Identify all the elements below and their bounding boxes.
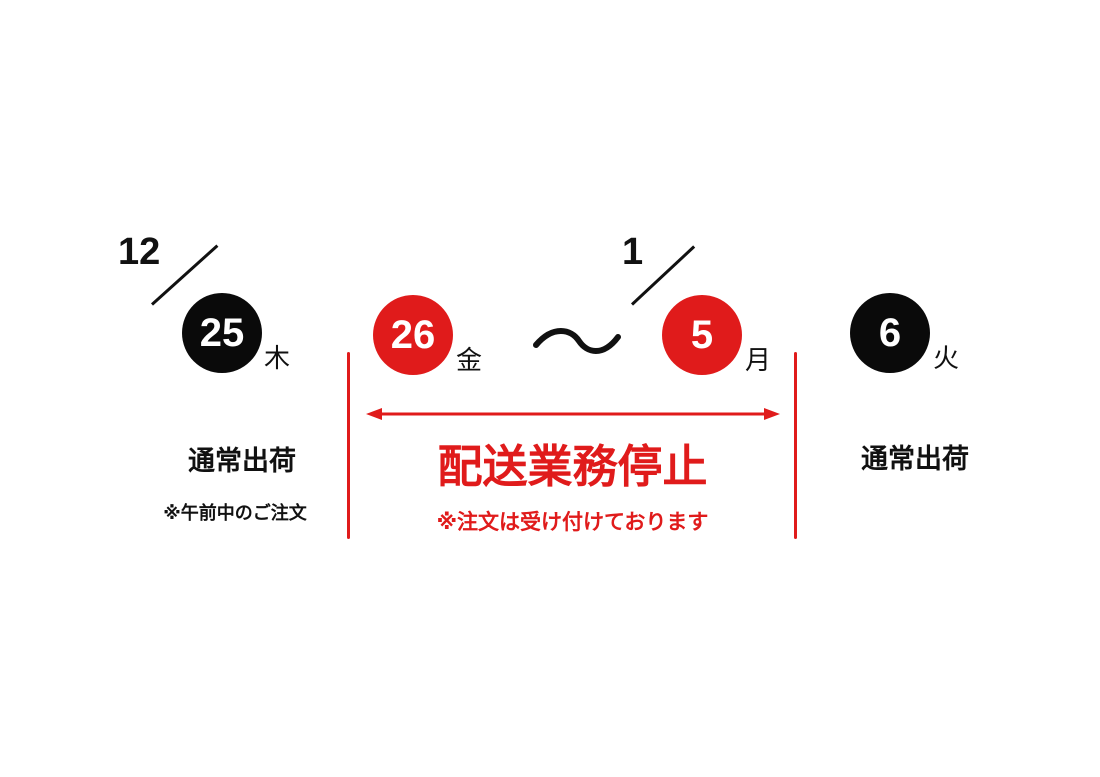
weekday-label-mon: 月 (745, 346, 772, 376)
status-normal-shipping-start: 通常出荷 (188, 446, 296, 477)
day-circle-6: 6 (850, 293, 930, 373)
weekday-label-thu: 木 (264, 344, 291, 374)
double-headed-arrow-icon (366, 408, 780, 420)
status-normal-shipping-resume: 通常出荷 (861, 444, 969, 475)
closure-bracket-right (794, 352, 797, 539)
note-morning-orders: ※午前中のご注文 (163, 503, 307, 524)
range-tilde-icon (533, 328, 621, 354)
month-label-january: 1 (622, 231, 644, 273)
weekday-label-fri: 金 (456, 346, 483, 376)
closure-note: ※注文は受け付けております (436, 510, 709, 534)
weekday-label-tue: 火 (933, 344, 960, 374)
day-circle-26: 26 (373, 295, 453, 375)
closure-title: 配送業務停止 (437, 440, 708, 493)
closure-bracket-left (347, 352, 350, 539)
day-circle-5: 5 (662, 295, 742, 375)
month-label-december: 12 (118, 231, 161, 273)
day-circle-25: 25 (182, 293, 262, 373)
